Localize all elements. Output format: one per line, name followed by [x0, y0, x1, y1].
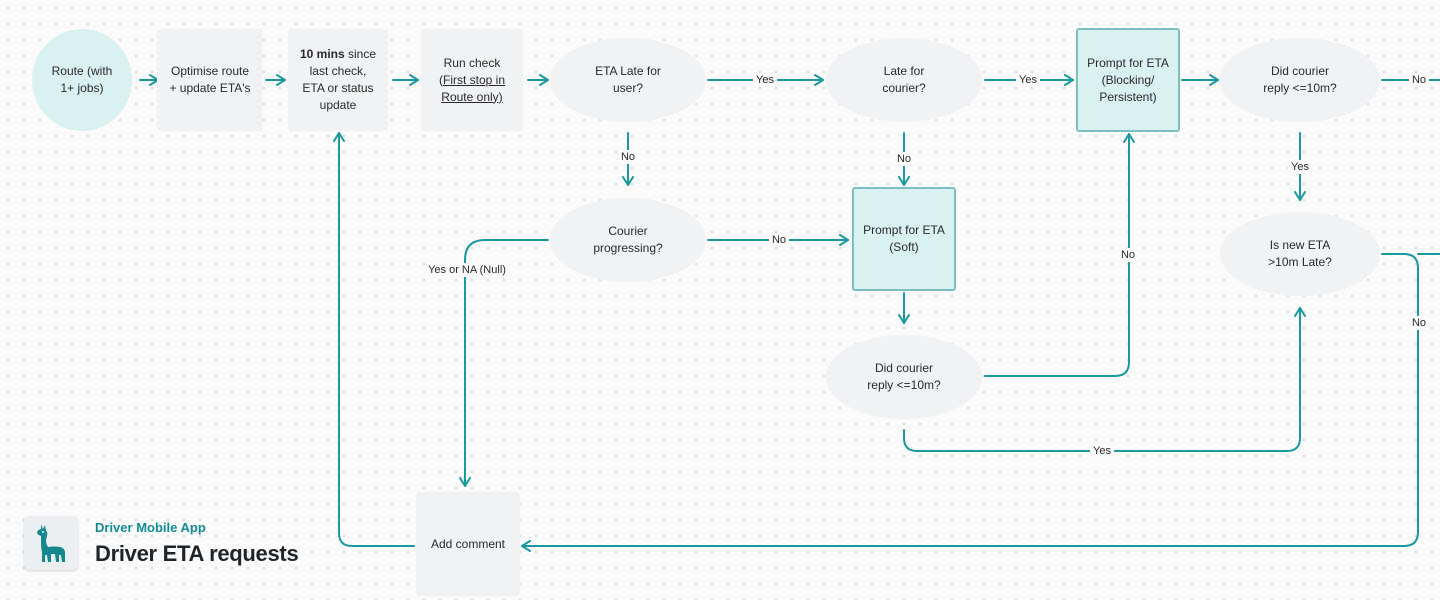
node-optimise[interactable]: Optimise route + update ETA's — [157, 29, 263, 131]
edge-label-no-eta-late: No — [617, 150, 639, 164]
node-did-reply-bottom[interactable]: Did courier reply <=10m? — [826, 335, 982, 419]
node-prompt-blocking[interactable]: Prompt for ETA (Blocking/ Persistent) — [1076, 28, 1180, 132]
edge-progressing-addcomment — [459, 239, 549, 487]
node-run-check-top: Run check — [443, 55, 501, 70]
node-did-reply-bottom-label: Did courier reply <=10m? — [867, 361, 941, 392]
llama-icon — [24, 516, 78, 570]
node-eta-late[interactable]: ETA Late for user? — [550, 38, 706, 122]
node-new-eta-late-label: Is new ETA >10m Late? — [1268, 238, 1332, 269]
edge-label-yes-bottom: Yes — [1090, 444, 1114, 458]
node-prompt-blocking-label: Prompt for ETA (Blocking/ Persistent) — [1087, 55, 1169, 104]
edge-label-no-far-right: No — [1408, 73, 1430, 87]
edge-didreply-blocking — [984, 133, 1135, 377]
node-did-reply-top[interactable]: Did courier reply <=10m? — [1220, 38, 1380, 122]
node-did-reply-top-label: Did courier reply <=10m? — [1263, 64, 1337, 95]
node-10-mins-bold: 10 mins — [299, 47, 345, 61]
node-add-comment-label: Add comment — [430, 536, 506, 551]
node-10-mins[interactable]: 10 mins since last check, ETA or status … — [288, 29, 388, 131]
brand-subtitle: Driver Mobile App — [95, 520, 206, 535]
edge-addcomment-10mins — [333, 132, 415, 547]
edge-label-yes-reply-top: Yes — [1288, 160, 1312, 174]
node-route-label: Route (with 1+ jobs) — [51, 64, 113, 95]
edge-neweta-no-addcomment — [521, 253, 1419, 552]
edge-label-no-progressing: No — [768, 233, 790, 247]
brand-block: Driver Mobile App Driver ETA requests — [24, 516, 299, 570]
node-run-check-link: First stop in Route only) — [441, 72, 505, 104]
node-add-comment[interactable]: Add comment — [416, 492, 520, 596]
node-route[interactable]: Route (with 1+ jobs) — [32, 29, 132, 131]
edge-label-no-late-courier: No — [893, 152, 915, 166]
node-10-mins-rest: since last check, ETA or status update — [302, 47, 377, 112]
edge-label-yes-courier: Yes — [1016, 73, 1040, 87]
edge-label-yes-or-na: Yes or NA (Null) — [425, 263, 509, 277]
node-courier-progressing[interactable]: Courier progressing? — [550, 198, 706, 282]
node-late-courier-label: Late for courier? — [882, 64, 926, 95]
page-title: Driver ETA requests — [95, 541, 299, 566]
node-prompt-soft[interactable]: Prompt for ETA (Soft) — [852, 187, 956, 291]
edge-label-yes-eta: Yes — [753, 73, 777, 87]
edge-label-no-blocking-return: No — [1117, 248, 1139, 262]
edge-label-no-new-eta: No — [1408, 316, 1430, 330]
node-prompt-soft-label: Prompt for ETA (Soft) — [863, 223, 945, 254]
node-late-courier[interactable]: Late for courier? — [826, 38, 982, 122]
node-eta-late-label: ETA Late for user? — [595, 64, 661, 95]
node-new-eta-late[interactable]: Is new ETA >10m Late? — [1220, 212, 1380, 296]
node-run-check[interactable]: Run check (First stop in Route only) — [421, 29, 523, 131]
node-courier-progressing-label: Courier progressing? — [593, 224, 663, 255]
node-run-check-paren: ( — [438, 72, 443, 87]
node-optimise-label: Optimise route + update ETA's — [169, 64, 251, 95]
